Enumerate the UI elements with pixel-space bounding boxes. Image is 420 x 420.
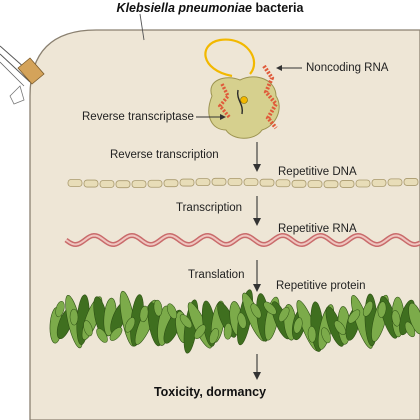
- label-reverse-transcriptase: Reverse transcriptase: [82, 111, 194, 123]
- dna-segment: [259, 178, 275, 187]
- label-repetitive-protein: Repetitive protein: [276, 280, 366, 292]
- protein-helix: [194, 324, 206, 339]
- protein-helix: [96, 328, 108, 343]
- label-repetitive-dna: Repetitive DNA: [278, 166, 357, 178]
- label-repetitive-rna: Repetitive RNA: [278, 223, 357, 235]
- title-suffix: bacteria: [252, 1, 304, 15]
- protein-helix: [293, 317, 303, 334]
- label-reverse-transcription: Reverse transcription: [110, 149, 219, 161]
- protein-helix: [321, 327, 331, 344]
- protein-helix: [139, 305, 149, 323]
- arrow-transcription: [253, 196, 261, 226]
- protein-helix: [83, 320, 93, 337]
- repetitive-protein-chain: [49, 289, 420, 354]
- arrow-outcome: [253, 354, 261, 380]
- dna-segment: [99, 180, 115, 188]
- protein-helix: [377, 301, 387, 318]
- dna-segment: [339, 180, 355, 188]
- protein-helix: [109, 327, 123, 341]
- diagram-title: Klebsiella pneumoniae bacteria: [0, 0, 420, 16]
- phage-icon: [0, 45, 45, 105]
- title-leader-line: [139, 13, 145, 41]
- protein-helix: [153, 299, 163, 317]
- protein-helix: [55, 300, 65, 318]
- protein-helix: [124, 317, 136, 333]
- label-transcription: Transcription: [176, 202, 243, 214]
- dna-segment: [275, 179, 291, 188]
- title-organism: Klebsiella pneumoniae: [116, 1, 253, 15]
- arrow-reverse-transcription: [253, 142, 261, 172]
- dna-segment: [195, 178, 211, 186]
- reverse-transcriptase-blob: [208, 76, 280, 139]
- protein-helix: [250, 303, 262, 319]
- protein-helix: [307, 326, 317, 343]
- dna-segment: [307, 180, 323, 189]
- dna-segment: [323, 180, 339, 189]
- repetitive-dna-strand: [67, 177, 419, 189]
- dna-segment: [83, 179, 99, 188]
- dna-segment: [227, 177, 243, 186]
- protein-helix: [391, 310, 401, 327]
- dna-segment: [387, 178, 403, 187]
- protein-helix: [404, 321, 416, 338]
- protein-helix: [223, 323, 233, 340]
- dna-segment: [147, 179, 163, 188]
- rt-complex: [204, 38, 280, 139]
- protein-helix: [179, 314, 193, 329]
- dna-segment: [355, 179, 371, 188]
- label-translation: Translation: [188, 269, 245, 281]
- dna-segment: [67, 179, 83, 187]
- dna-segment: [291, 179, 307, 188]
- dna-segment: [179, 178, 195, 187]
- label-outcome: Toxicity, dormancy: [153, 385, 267, 399]
- dna-segment: [243, 178, 259, 187]
- dna-segment: [211, 177, 227, 186]
- label-noncoding-rna: Noncoding RNA: [306, 62, 389, 74]
- noncoding-rna-strand: [262, 64, 279, 130]
- protein-helix: [166, 303, 178, 320]
- protein-helix: [334, 320, 346, 335]
- dna-segment: [115, 180, 131, 189]
- repetitive-rna-strand: [64, 232, 420, 248]
- rna-ribbon-highlight: [65, 234, 420, 246]
- dna-segment: [163, 179, 179, 188]
- dna-segment: [403, 178, 419, 186]
- protein-helix: [362, 301, 374, 317]
- dna-segment: [131, 180, 147, 188]
- protein-helix: [347, 309, 361, 324]
- protein-helix: [209, 328, 219, 344]
- rna-loop: [204, 38, 256, 78]
- protein-helix: [237, 312, 247, 329]
- arrow-translation: [253, 260, 261, 292]
- dna-segment: [371, 179, 387, 187]
- protein-helix: [69, 308, 79, 326]
- protein-helix: [263, 301, 277, 315]
- protein-helix: [278, 306, 290, 322]
